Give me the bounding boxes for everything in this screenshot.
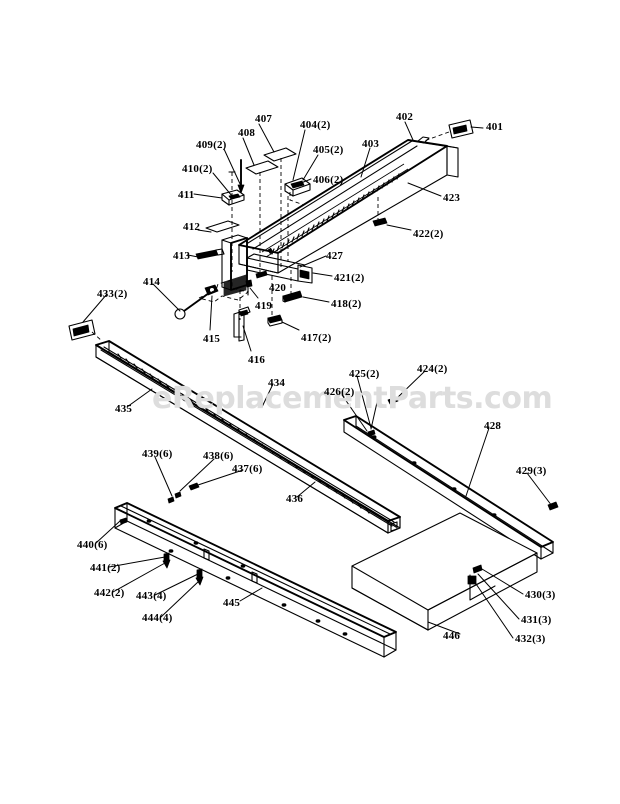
callout-label-414: 414 — [143, 276, 161, 288]
callout-label-402: 402 — [396, 111, 414, 123]
angle-bracket-445 — [114, 482, 397, 658]
base-panel-446 — [351, 512, 538, 631]
part-416 — [238, 306, 251, 342]
part-415 — [174, 284, 219, 320]
post-412 — [205, 220, 248, 297]
callout-label-408: 408 — [238, 127, 256, 139]
callout-label-411: 411 — [178, 189, 195, 201]
leader-lines — [82, 121, 553, 639]
callout-label-423: 423 — [443, 192, 461, 204]
callout-label-4182: 418(2) — [331, 298, 362, 310]
callout-label-4242: 424(2) — [417, 363, 448, 375]
part-401 — [448, 119, 474, 139]
part-433 — [68, 319, 96, 341]
callout-label-4422: 442(2) — [94, 587, 125, 599]
callout-label-4332: 433(2) — [97, 288, 128, 300]
rail-403 — [238, 139, 459, 274]
callout-label-407: 407 — [255, 113, 273, 125]
callout-label-412: 412 — [183, 221, 201, 233]
callout-label-4293: 429(3) — [516, 465, 547, 477]
callout-label-446: 446 — [443, 630, 461, 642]
slide-rail-assembly — [68, 319, 401, 534]
callout-label-427: 427 — [326, 250, 344, 262]
callout-label-4042: 404(2) — [300, 119, 331, 131]
callout-label-4376: 437(6) — [232, 463, 263, 475]
callout-label-436: 436 — [286, 493, 304, 505]
part-407 — [263, 147, 297, 162]
callout-label-401: 401 — [486, 121, 504, 133]
callout-label-428: 428 — [484, 420, 502, 432]
part-422 — [372, 217, 388, 227]
top-rail-assembly — [174, 119, 474, 342]
part-418 — [282, 290, 303, 303]
part-408 — [245, 160, 279, 175]
callout-label-413: 413 — [173, 250, 191, 262]
rail-434 — [95, 340, 401, 534]
callout-label-4396: 439(6) — [142, 448, 173, 460]
callout-label-4303: 430(3) — [525, 589, 556, 601]
callout-label-4092: 409(2) — [196, 139, 227, 151]
callout-label-4323: 432(3) — [515, 633, 546, 645]
callout-label-419: 419 — [255, 300, 273, 312]
callout-label-445: 445 — [223, 597, 241, 609]
callout-label-4444: 444(4) — [142, 612, 173, 624]
part-417 — [267, 314, 283, 327]
callout-label-4313: 431(3) — [521, 614, 552, 626]
callout-label-4172: 417(2) — [301, 332, 332, 344]
callout-label-4406: 440(6) — [77, 539, 108, 551]
side-channel-428 — [343, 396, 559, 560]
callout-label-4102: 410(2) — [182, 163, 213, 175]
callout-label-416: 416 — [248, 354, 266, 366]
callout-label-4252: 425(2) — [349, 368, 380, 380]
part-411 — [221, 189, 245, 206]
callout-label-4412: 441(2) — [90, 562, 121, 574]
callout-label-4386: 438(6) — [203, 450, 234, 462]
callout-label-403: 403 — [362, 138, 380, 150]
callout-label-4062: 406(2) — [313, 174, 344, 186]
callout-label-434: 434 — [268, 377, 286, 389]
callout-label-4052: 405(2) — [313, 144, 344, 156]
part-413 — [195, 248, 225, 260]
crossarm-427 — [246, 253, 313, 284]
callout-label-4212: 421(2) — [334, 272, 365, 284]
callout-label-435: 435 — [115, 403, 133, 415]
callout-label-4262: 426(2) — [324, 386, 355, 398]
callout-label-4434: 443(4) — [136, 590, 167, 602]
callout-label-4222: 422(2) — [413, 228, 444, 240]
callout-label-420: 420 — [269, 282, 287, 294]
callout-label-415: 415 — [203, 333, 221, 345]
